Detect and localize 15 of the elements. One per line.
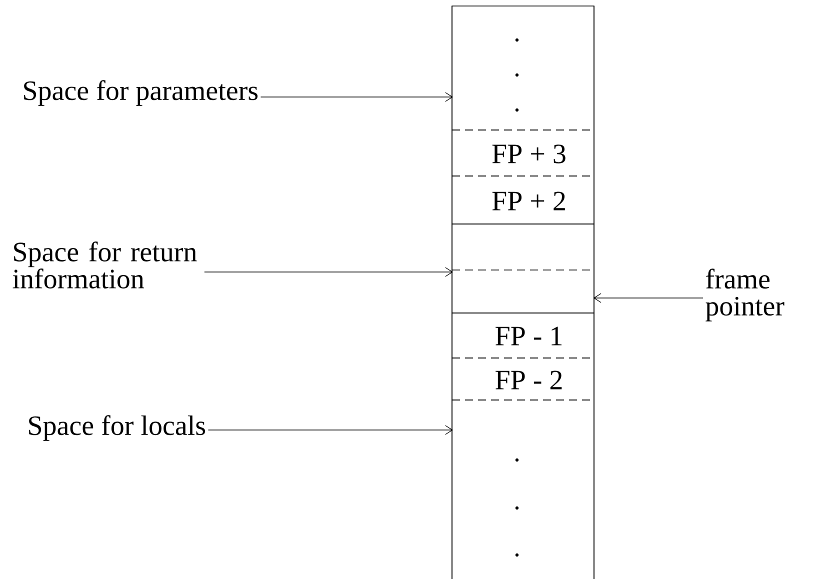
arrow xyxy=(260,92,453,102)
label-text: Space for locals xyxy=(29,415,206,441)
label-text: frame pointer xyxy=(706,268,784,322)
stack-cell: FP - 2 xyxy=(452,358,594,400)
stack-cell: FP + 3 xyxy=(452,130,594,176)
stack-cell: FP - 1 xyxy=(452,312,594,358)
stack-cell xyxy=(452,400,594,579)
label-text: Space for return information xyxy=(12,242,197,288)
arrow xyxy=(208,425,453,435)
stack-cell: FP + 2 xyxy=(452,176,594,224)
arrow xyxy=(593,293,704,303)
stack-cell xyxy=(452,224,594,314)
stack-cell xyxy=(452,6,594,130)
arrow xyxy=(204,267,453,277)
label-text: Space for parameters xyxy=(24,80,258,106)
